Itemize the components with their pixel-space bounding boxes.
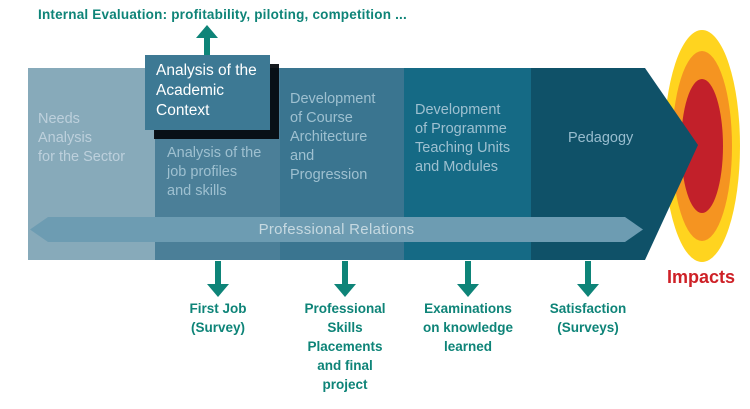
professional-relations-label: Professional Relations xyxy=(258,221,415,238)
up-arrow-icon xyxy=(196,25,218,38)
outcome-satisfaction: Satisfaction (Surveys) xyxy=(549,301,627,335)
professional-relations-bar: Professional Relations xyxy=(30,217,643,242)
outcome-examinations: Examinations on knowledge learned xyxy=(422,301,513,354)
down-arrow-icon xyxy=(457,284,479,297)
outcome-professional-skills: Professional Skills Placements and final… xyxy=(304,301,386,392)
down-arrow-stem xyxy=(342,261,348,285)
segment-label: Development of Course Architecture and P… xyxy=(290,91,376,183)
down-arrow-icon xyxy=(207,284,229,297)
down-arrow-stem xyxy=(215,261,221,285)
segment-label: Analysis of the job profiles and skills xyxy=(167,145,262,199)
outcome-first-job: First Job (Survey) xyxy=(189,301,247,335)
internal-evaluation-note: Internal Evaluation: profitability, pilo… xyxy=(38,7,407,22)
segment-label: Needs Analysis for the Sector xyxy=(38,111,126,165)
impacts-label: Impacts xyxy=(666,267,736,287)
segment-label: Development of Programme Teaching Units … xyxy=(415,102,511,175)
up-arrow-stem xyxy=(204,38,210,55)
down-arrow-stem xyxy=(585,261,591,285)
down-arrow-stem xyxy=(465,261,471,285)
down-arrow-icon xyxy=(577,284,599,297)
down-arrow-icon xyxy=(334,284,356,297)
academic-context-highlight-box: Analysis of the Academic Context xyxy=(145,55,270,130)
segment-label: Pedagogy xyxy=(568,130,634,146)
band-arrowhead-icon xyxy=(645,68,698,260)
